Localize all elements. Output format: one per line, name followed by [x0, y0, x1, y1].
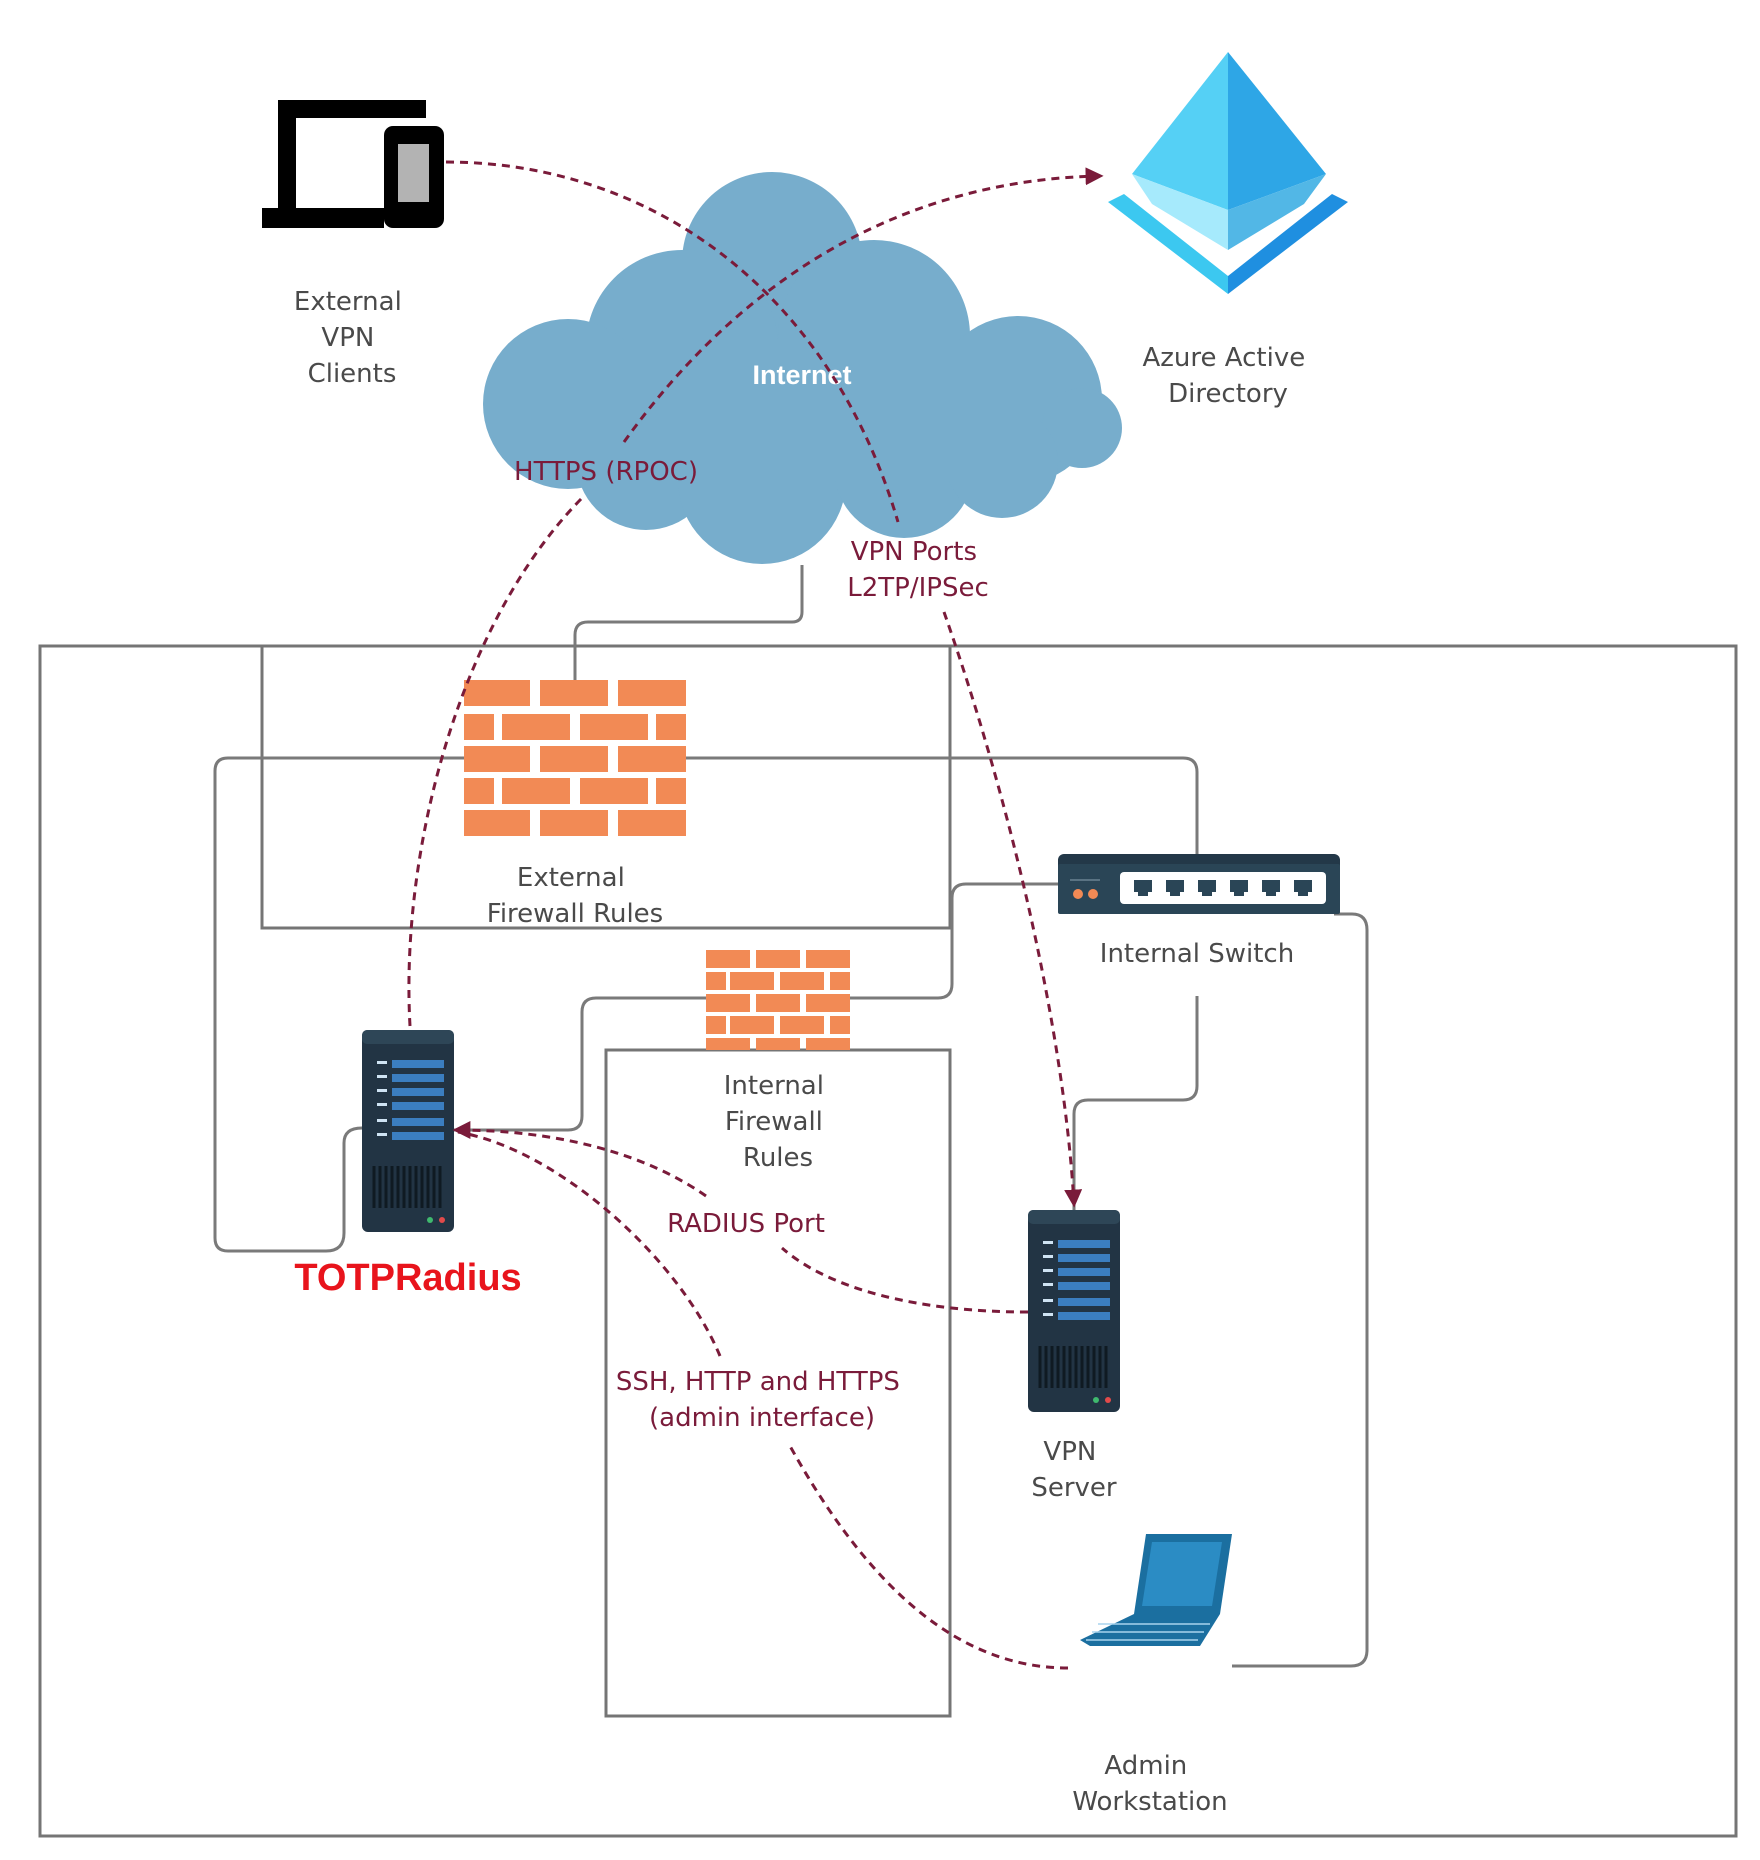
external-vpn-clients-label: External VPN Clients: [294, 287, 410, 389]
totpradius-server-icon: [362, 1030, 454, 1232]
https-rpoc-label: HTTPS (RPOC): [514, 457, 698, 487]
admin-workstation-label: Admin Workstation: [1072, 1751, 1227, 1817]
dmz-zone: [260, 644, 952, 930]
cloud-icon: [483, 172, 1122, 564]
totpradius-label: TOTPRadius: [294, 1257, 521, 1299]
rpoc-flow-lower: [407, 494, 586, 1027]
azure-ad-icon: [1108, 52, 1348, 294]
radius-port-label: RADIUS Port: [667, 1209, 825, 1239]
internal-firewall-label: Internal Firewall Rules: [724, 1071, 832, 1173]
admin-protocols-label: SSH, HTTP and HTTPS (admin interface): [616, 1367, 908, 1433]
radius-flow-lower: [781, 1246, 1029, 1314]
corporate-network-zone: [38, 644, 1738, 1838]
firewall-to-switch-wire: [686, 756, 1199, 854]
external-firewall-label: External Firewall Rules: [487, 863, 663, 929]
internal-firewall-to-totpradius-wire: [454, 996, 706, 1132]
rpoc-flow-upper: [622, 167, 1104, 443]
internet-label: Internet: [752, 360, 851, 390]
vpn-ports-label: VPN Ports L2TP/IPSec: [847, 537, 989, 603]
internal-switch-label: Internal Switch: [1100, 939, 1294, 969]
azure-ad-label: Azure Active Directory: [1143, 343, 1314, 409]
internal-firewall-icon: [706, 950, 850, 1050]
vpn-server-icon: [1028, 1210, 1120, 1412]
switch-to-workstation-wire: [1232, 912, 1369, 1668]
internet-to-firewall-wire: [573, 565, 804, 680]
switch-icon: [1058, 854, 1340, 914]
admin-flow-upper: [457, 1130, 722, 1357]
laptop-icon: [1080, 1534, 1232, 1646]
admin-flow-lower: [788, 1445, 1069, 1670]
vpn-flow-lower: [942, 611, 1083, 1208]
vpn-server-label: VPN Server: [1031, 1437, 1117, 1503]
external-firewall-icon: [464, 680, 686, 836]
radius-flow-upper: [452, 1121, 707, 1198]
devices-icon: [262, 100, 444, 228]
switch-to-internal-firewall-wire: [850, 882, 1058, 1000]
switch-to-vpn-server-wire: [1072, 996, 1199, 1210]
firewall-to-totpradius-wire: [213, 756, 466, 1253]
vpn-flow-upper: [445, 160, 900, 523]
